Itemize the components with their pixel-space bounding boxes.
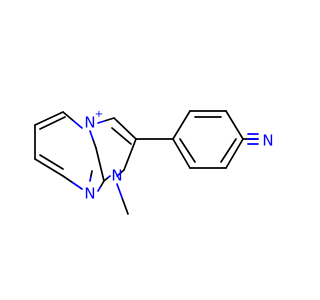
bond-c3-c2: [113, 117, 137, 140]
bond-n-pyrimidine-c8a-double-b: [90, 170, 93, 177]
bond-c8a-n-bridge-end-b: [89, 130, 94, 141]
bond-c8a-n-bridge: [95, 147, 105, 182]
bond-c2-n-methyl-end-b: [116, 172, 122, 177]
atom-n-pyrimidine: N: [84, 185, 95, 203]
bond-c2-n-methyl: [123, 138, 137, 171]
bond-n-methyl-c8a-b: [103, 177, 108, 182]
bond-n-methyl-ch3-b: [121, 198, 129, 215]
bond-c7-c8: [34, 158, 64, 177]
bond-c8a-n-bridge-end-a: [92, 138, 97, 149]
bond-phenyl-inner-3: [179, 138, 196, 163]
atom-n-bridge: N: [84, 114, 95, 132]
bond-layer: [34, 110, 259, 215]
bond-n-pyrimidine-c8a-a: [97, 185, 102, 192]
bond-n-bridge-c3-a: [97, 119, 107, 124]
bond-c3-c2-double: [111, 127, 132, 145]
bond-n-bridge-c3-b: [105, 117, 115, 122]
bond-phenyl-3: [225, 110, 244, 140]
atom-n-methyl: N: [111, 167, 122, 185]
bond-n-methyl-ch3-a: [116, 183, 124, 200]
bond-c5-c6-double: [39, 116, 66, 130]
bond-n-bridge-c5-b: [62, 111, 74, 121]
bond-phenyl-4: [225, 138, 244, 169]
molecule-canvas: N + N N N: [34, 109, 274, 215]
bond-c8-n-pyrimidine-b: [71, 181, 83, 190]
bond-phenyl-inner-2: [220, 138, 237, 163]
bond-n-bridge-c5-a: [71, 119, 83, 129]
bond-c5-c6: [34, 111, 64, 126]
atom-n-bridge-charge: +: [95, 109, 103, 120]
bond-phenyl-6: [172, 138, 191, 169]
bond-phenyl-1: [172, 110, 191, 140]
bond-c8-n-pyrimidine-a: [62, 175, 74, 184]
bond-n-pyrimidine-c8a-b: [100, 180, 105, 187]
molecule-structure: N + N N N: [34, 109, 274, 215]
atom-label-layer: N + N N N: [84, 109, 273, 203]
atom-n-nitrile: N: [262, 132, 273, 150]
bond-c7-c8-double: [39, 154, 64, 170]
